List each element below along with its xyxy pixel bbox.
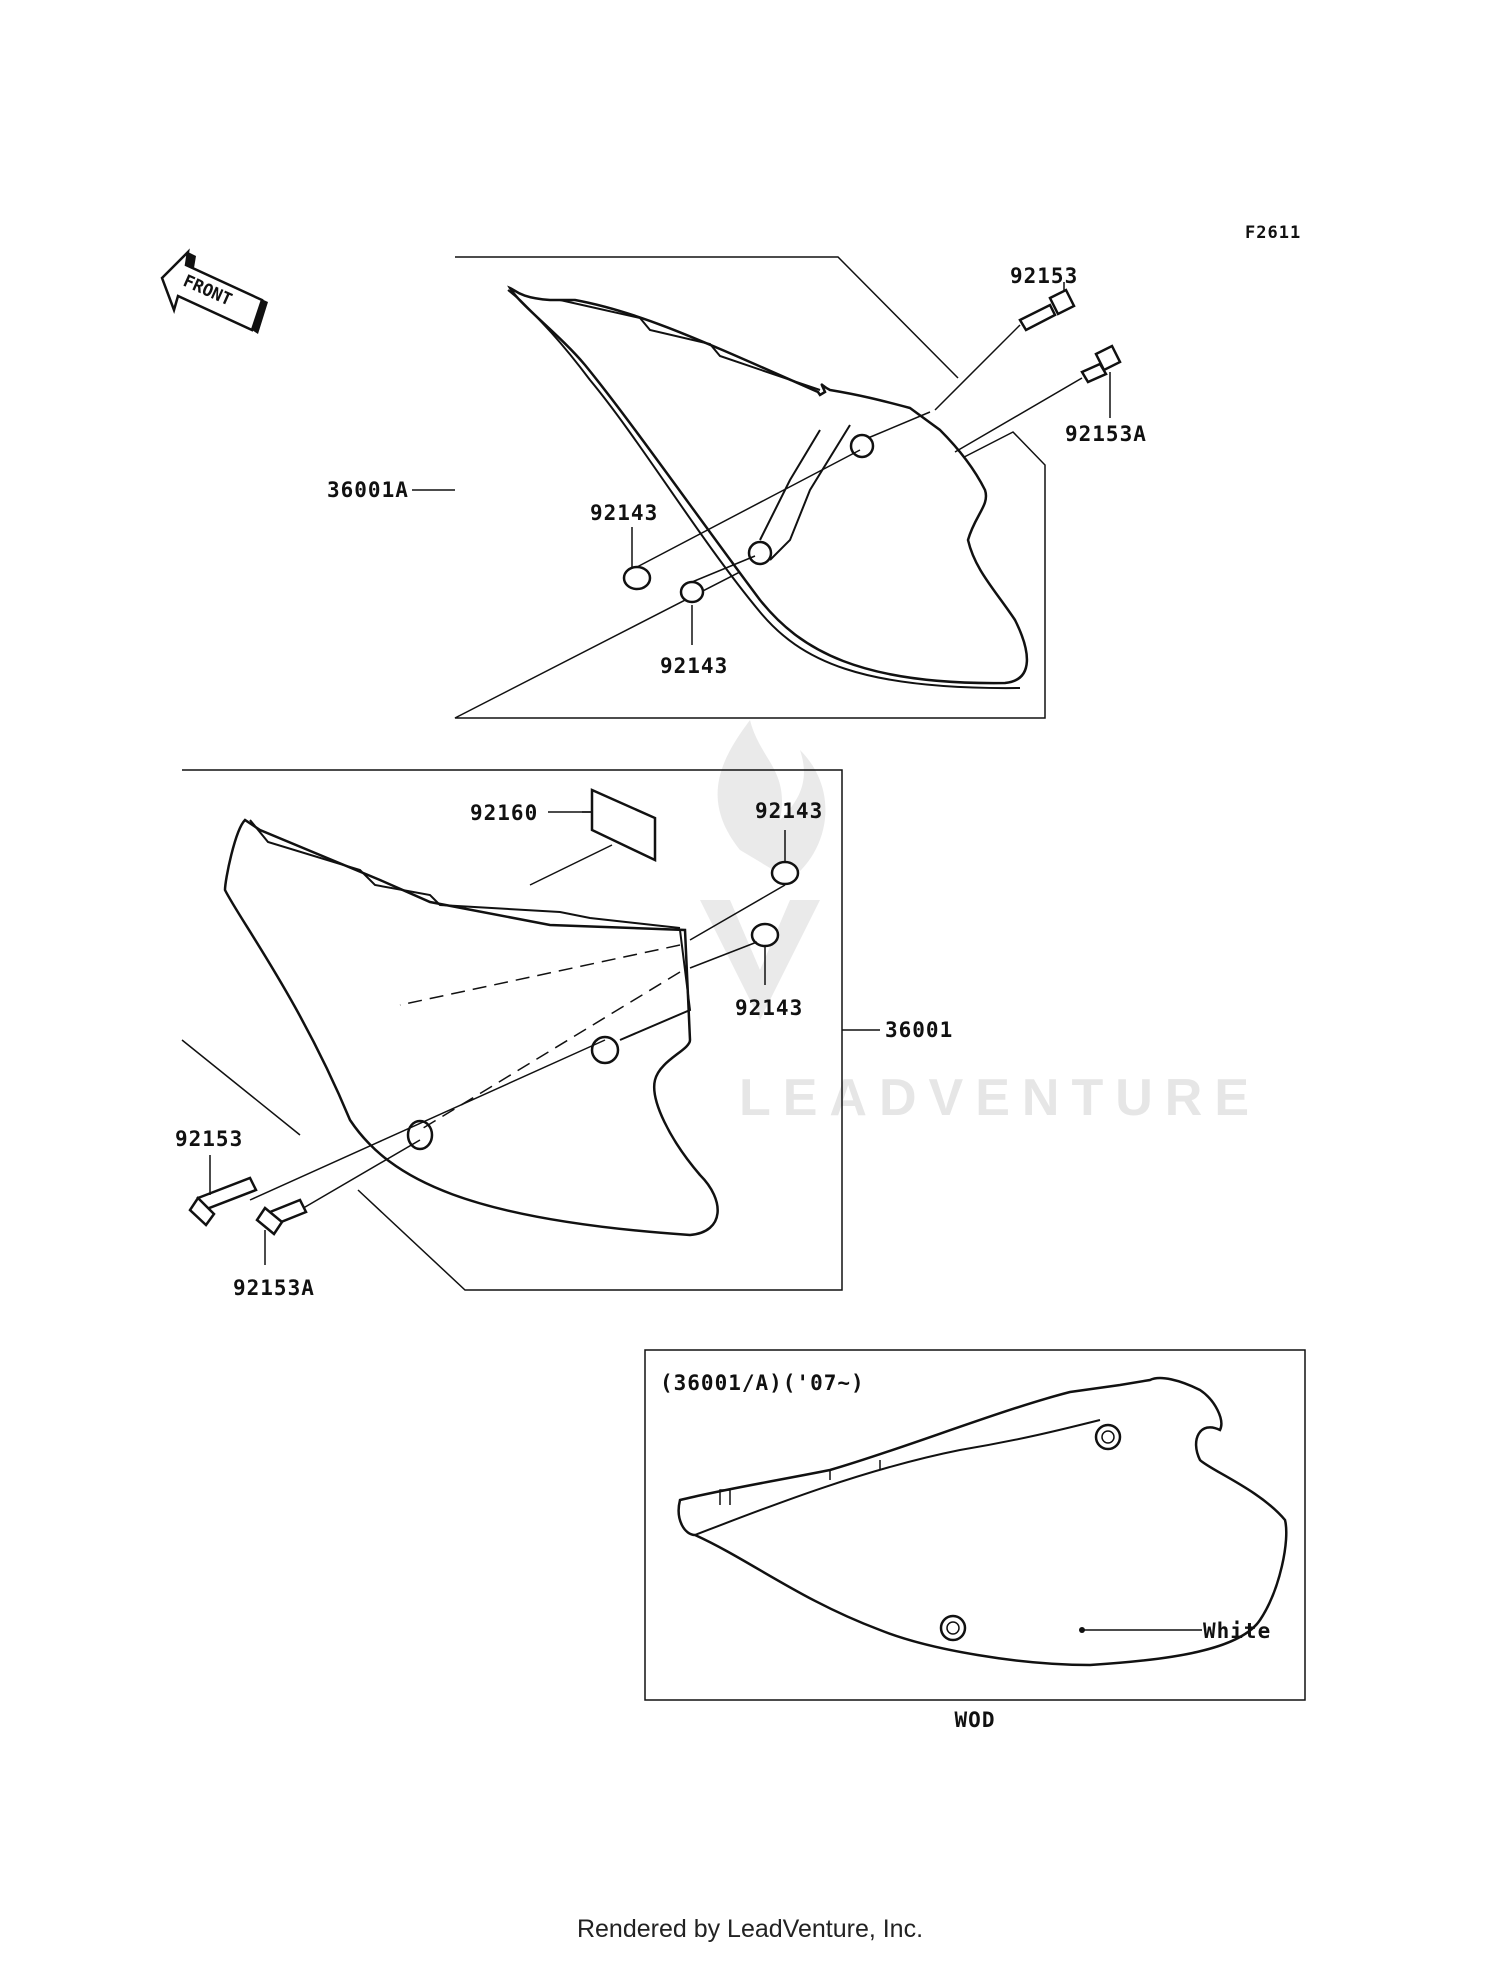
label-92143-mid-b: 92143	[735, 996, 803, 1020]
middle-group-frame	[181, 769, 843, 1291]
pad-92160	[582, 788, 657, 862]
bolt-92153-mid	[188, 1176, 258, 1227]
washer-92143-mid-b	[750, 922, 780, 948]
color-note: White	[1203, 1619, 1271, 1643]
label-92143-top-b: 92143	[660, 654, 728, 678]
variant-caption: WOD	[955, 1708, 996, 1732]
bolt-92153a-top	[1080, 344, 1122, 384]
variant-title: (36001/A)('07~)	[660, 1371, 865, 1395]
front-arrow-icon: FRONT	[160, 248, 268, 334]
label-92153a-top: 92153A	[1065, 422, 1147, 446]
label-92153-top: 92153	[1010, 264, 1078, 288]
side-cover-variant	[677, 1376, 1288, 1667]
side-cover-right	[223, 818, 719, 1237]
label-92153a-mid: 92153A	[233, 1276, 315, 1300]
side-cover-left	[507, 285, 1029, 690]
washer-92143-mid-a	[770, 860, 800, 886]
washer-92143-top-b	[679, 580, 705, 604]
variant-frame	[644, 1349, 1306, 1701]
washer-92143-top-a	[622, 565, 652, 591]
label-92160: 92160	[470, 801, 538, 825]
label-92143-top-a: 92143	[590, 501, 658, 525]
watermark: LEADVENTURE	[700, 720, 1261, 1127]
label-92153-mid: 92153	[175, 1127, 243, 1151]
middle-group: 36001 92160 92143 92143	[175, 769, 953, 1300]
watermark-text: LEADVENTURE	[739, 1069, 1261, 1127]
label-92143-mid-a: 92143	[755, 799, 823, 823]
footer-credit: Rendered by LeadVenture, Inc.	[576, 1915, 924, 1943]
diagram-code: F2611	[1245, 223, 1301, 243]
variant-box: (36001/A)('07~) White WOD	[644, 1349, 1306, 1732]
label-36001: 36001	[885, 1018, 953, 1042]
top-group: 36001A 92153 92153A	[327, 256, 1147, 719]
bolt-92153a-mid	[255, 1198, 308, 1236]
top-group-frame	[454, 256, 1046, 719]
label-36001a: 36001A	[327, 478, 409, 502]
bolt-92153-top	[1018, 288, 1076, 332]
